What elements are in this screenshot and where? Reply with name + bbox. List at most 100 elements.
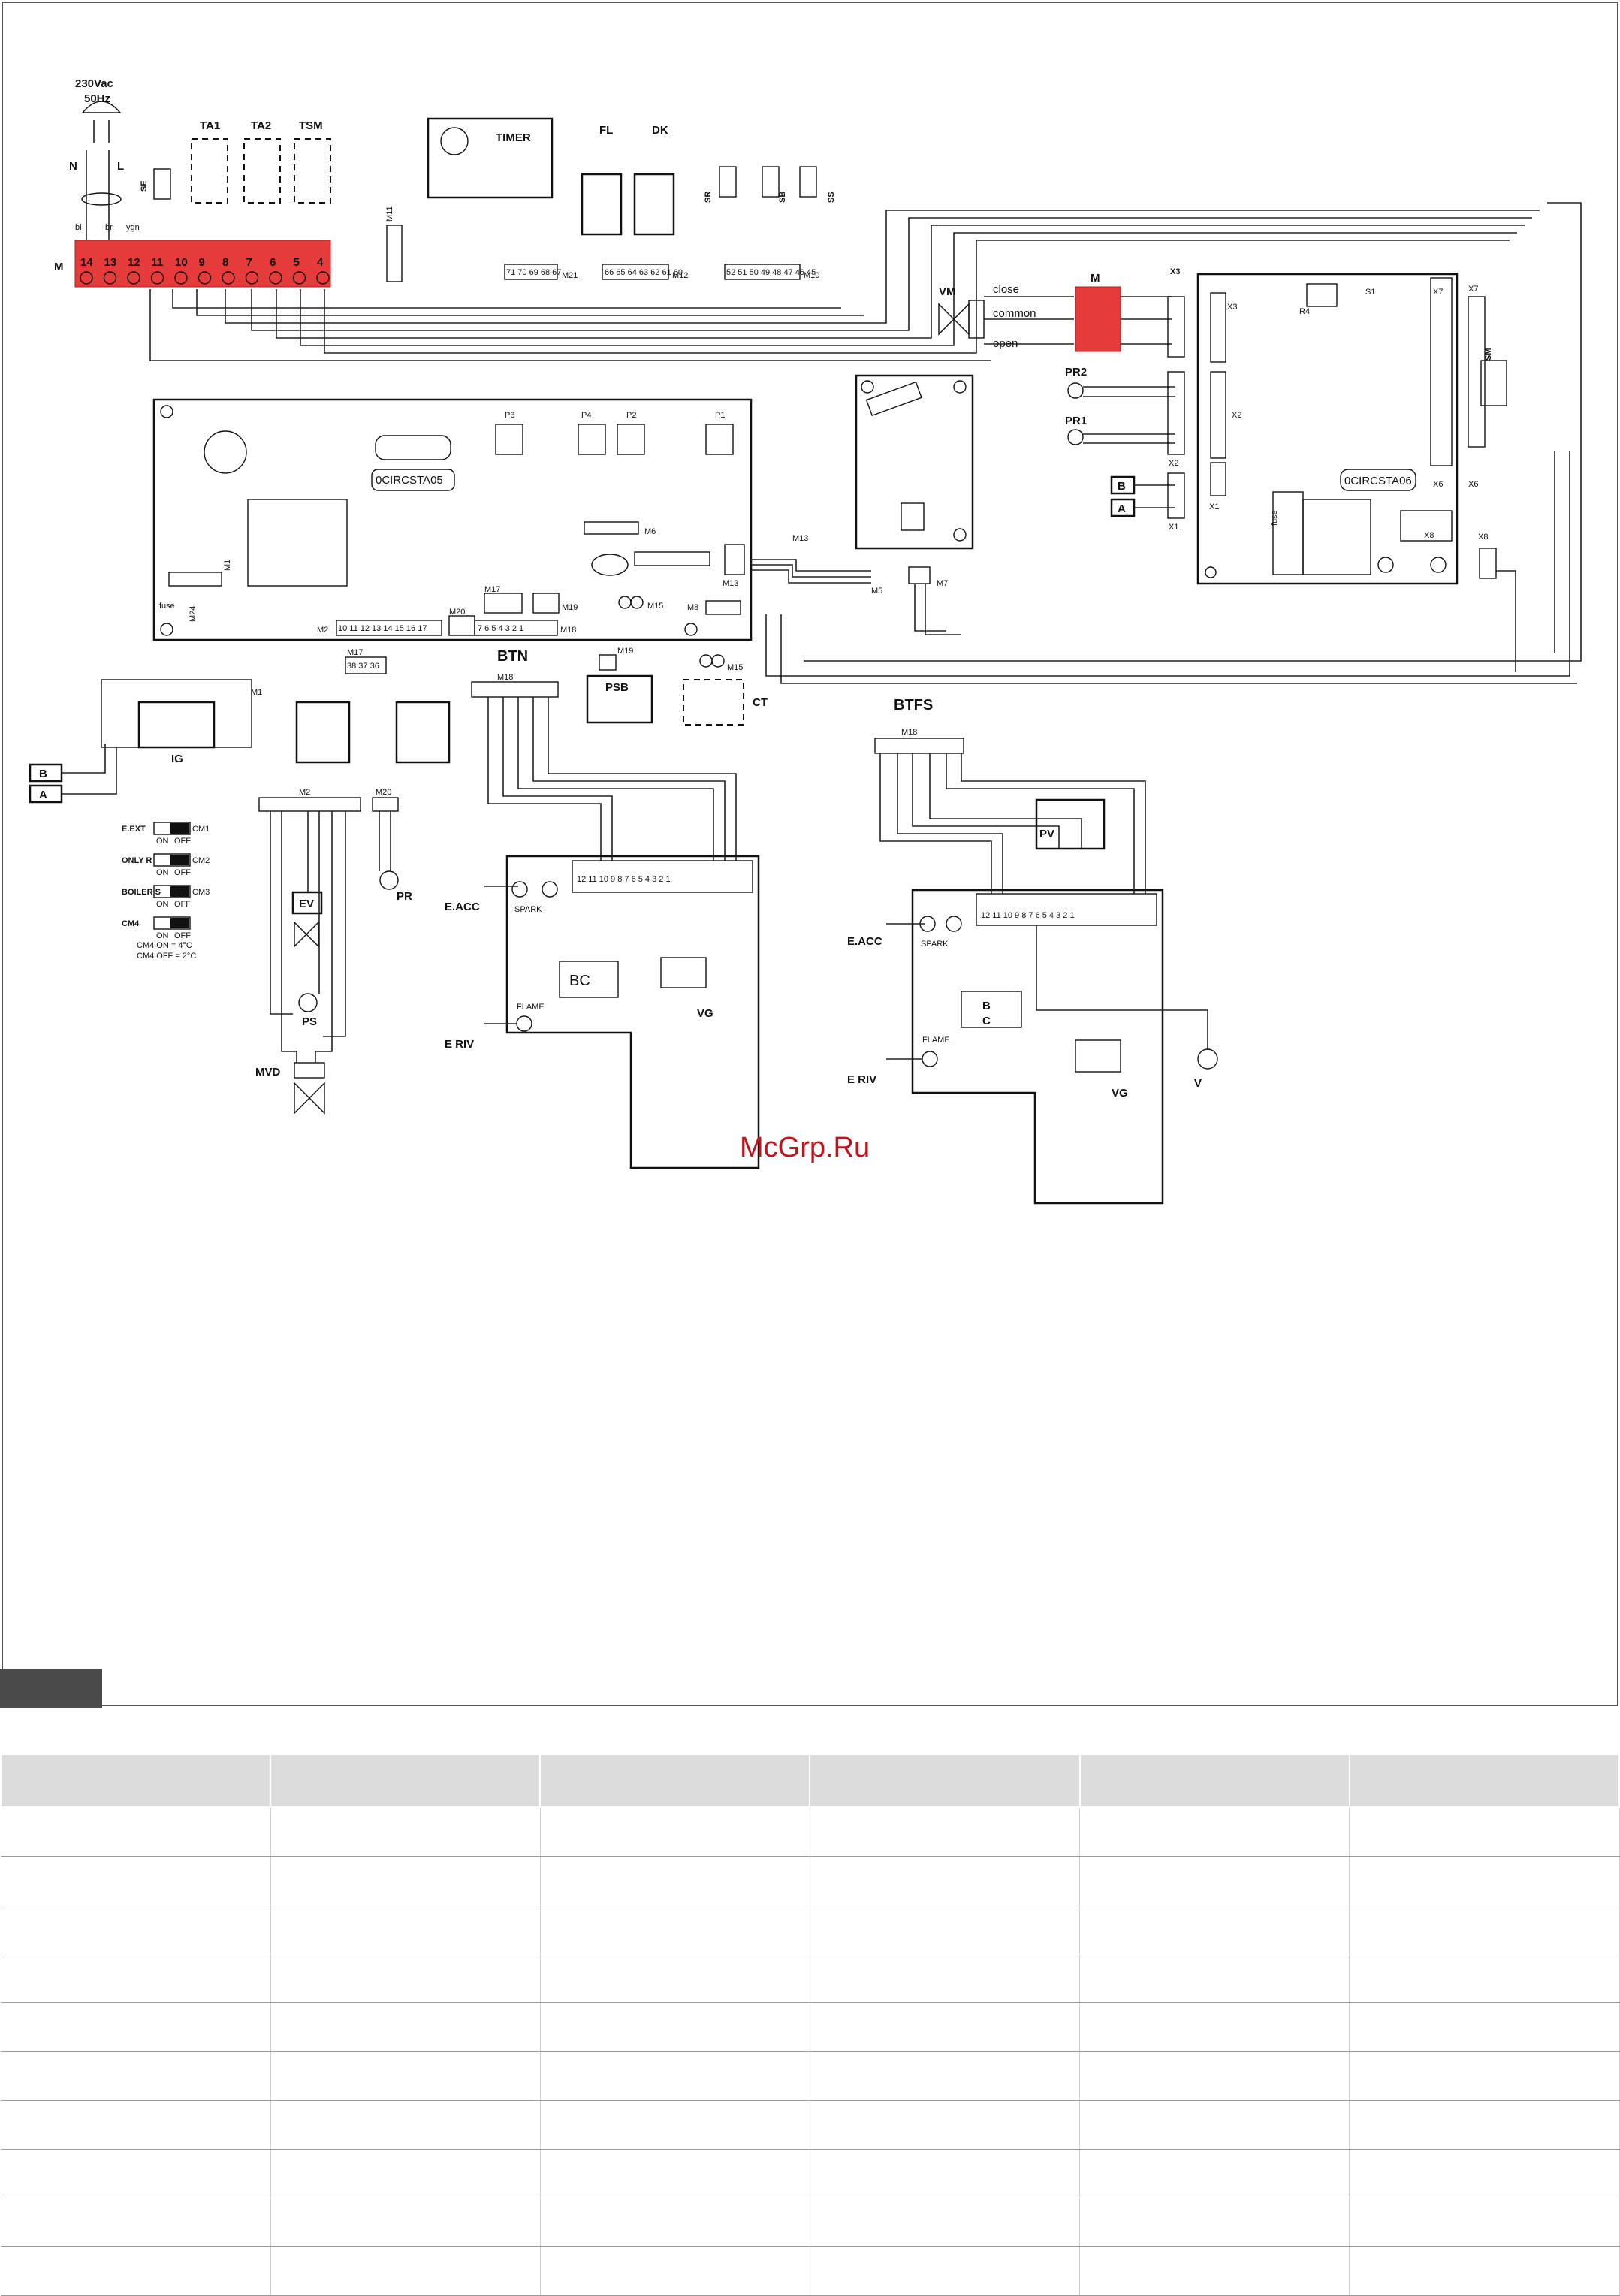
- terminal-number: 4: [317, 256, 324, 269]
- dip-switch-label: E.EXT: [122, 825, 146, 834]
- svg-text:P4: P4: [581, 411, 591, 420]
- svg-text:X8: X8: [1424, 531, 1434, 540]
- svg-text:M18: M18: [497, 673, 513, 682]
- svg-text:M1: M1: [223, 560, 232, 571]
- dip-on-label: ON: [156, 900, 169, 909]
- table-cell: [270, 1856, 541, 1905]
- ta1-box: [191, 138, 228, 204]
- table-cell: [810, 1856, 1081, 1905]
- svg-text:SB: SB: [778, 192, 787, 203]
- terminal-number: 7: [246, 256, 252, 269]
- table-cell: [1349, 1954, 1620, 2003]
- dip-switch-label: ONLY R: [122, 856, 152, 865]
- terminal-number: 5: [294, 256, 300, 269]
- table-row: [1, 1954, 1620, 2003]
- svg-text:VG: VG: [1112, 1087, 1128, 1100]
- dip-switch-code: CM1: [192, 825, 210, 834]
- flow-switches: FL DK 66 65 64 63 62 61 60 M12: [581, 124, 688, 280]
- svg-text:SPARK: SPARK: [514, 905, 542, 914]
- svg-text:X7: X7: [1433, 288, 1443, 297]
- m21-label: M21: [562, 271, 578, 280]
- table-cell: [540, 1807, 810, 1857]
- table-cell: [1349, 1856, 1620, 1905]
- se-label: SE: [140, 180, 149, 192]
- svg-text:M17: M17: [347, 648, 363, 657]
- svg-text:7 6 5 4 3 2 1: 7 6 5 4 3 2 1: [478, 624, 523, 633]
- table-cell: [540, 1856, 810, 1905]
- svg-text:fuse: fuse: [1270, 510, 1279, 526]
- table-cell: [270, 2002, 541, 2052]
- table-cell: [1, 1807, 271, 1857]
- dip-switch[interactable]: [153, 916, 191, 930]
- table-cell: [540, 2051, 810, 2101]
- m10-label: M10: [804, 271, 819, 280]
- table-cell: [540, 1954, 810, 2003]
- board1-name: 0CIRCSTA05: [376, 474, 443, 487]
- terminal-number: 11: [152, 256, 164, 269]
- vm-terminal: [1075, 286, 1121, 352]
- btn-label: BTN: [497, 648, 528, 665]
- terminal-screw: [103, 271, 117, 285]
- svg-text:common: common: [993, 307, 1036, 320]
- board1-outline: [152, 398, 753, 641]
- table-cell: [1079, 1856, 1350, 1905]
- svg-text:M20: M20: [449, 608, 465, 617]
- terminal-screw: [127, 271, 140, 285]
- dip-switch[interactable]: [153, 885, 191, 898]
- table-cell: [1349, 2051, 1620, 2101]
- svg-text:M8: M8: [687, 603, 698, 612]
- table-row: [1, 1807, 1620, 1857]
- terminal-number: 10: [175, 256, 188, 269]
- dip-switch-knob: [170, 886, 189, 897]
- timer-unit: TIMER M11 71 70 69 68 67 M21: [385, 117, 578, 282]
- svg-text:X6: X6: [1433, 480, 1443, 489]
- terminal-screw: [245, 271, 259, 285]
- dip-switch[interactable]: [153, 822, 191, 835]
- dip-on-label: ON: [156, 931, 169, 940]
- svg-text:X7: X7: [1468, 285, 1478, 294]
- svg-text:X3: X3: [1227, 303, 1237, 312]
- svg-text:B: B: [982, 1000, 991, 1012]
- svg-text:12 11 10 9 8 7 6 5 4 3 2 1: 12 11 10 9 8 7 6 5 4 3 2 1: [577, 875, 671, 884]
- vm-valve: VM close common open M X3: [938, 267, 1180, 352]
- m11-label: M11: [385, 206, 394, 222]
- svg-text:CT: CT: [753, 696, 768, 709]
- table-header-cell: [539, 1754, 811, 1808]
- dip-switch-knob: [170, 823, 189, 834]
- table-cell: [1, 2198, 271, 2247]
- plug-icon: [81, 101, 122, 113]
- table-cell: [810, 2002, 1081, 2052]
- dip-switch-code: CM3: [192, 888, 210, 897]
- cm4-note: CM4 OFF = 2°C: [137, 952, 196, 961]
- table-header-cell: [1348, 1754, 1620, 1808]
- svg-text:M15: M15: [727, 663, 743, 672]
- svg-text:M19: M19: [617, 647, 633, 656]
- ev-valve-icon: [294, 921, 319, 948]
- terminal-number: 9: [199, 256, 205, 269]
- svg-text:V: V: [1194, 1077, 1202, 1090]
- table-cell: [1079, 1954, 1350, 2003]
- terminal-block-label: M: [54, 261, 64, 273]
- control-board-2: X3 X2 X1 R4 S1 X7 X6 0CIRCSTA06 fuse X8: [1196, 273, 1459, 585]
- table-row: [1, 2198, 1620, 2247]
- svg-text:X8: X8: [1478, 533, 1488, 542]
- table-cell: [1079, 2149, 1350, 2198]
- vm-m-label: M: [1091, 272, 1100, 285]
- svg-text:M6: M6: [644, 527, 656, 536]
- dip-switch[interactable]: [153, 853, 191, 867]
- svg-text:SM: SM: [1484, 348, 1493, 361]
- ta2-box: [243, 138, 281, 204]
- table-cell: [540, 2198, 810, 2247]
- board2-name: 0CIRCSTA06: [1344, 475, 1412, 487]
- page-tab: [0, 1669, 102, 1708]
- display-module: M7: [855, 374, 974, 635]
- table-cell: [1, 1856, 271, 1905]
- svg-text:P2: P2: [626, 411, 636, 420]
- svg-text:E RIV: E RIV: [445, 1038, 474, 1051]
- table-cell: [1, 1905, 271, 1954]
- svg-text:X1: X1: [1209, 502, 1219, 511]
- empty-table: [0, 1754, 1620, 2296]
- table-row: [1, 2002, 1620, 2052]
- table-cell: [1079, 1905, 1350, 1954]
- svg-text:B: B: [39, 768, 47, 780]
